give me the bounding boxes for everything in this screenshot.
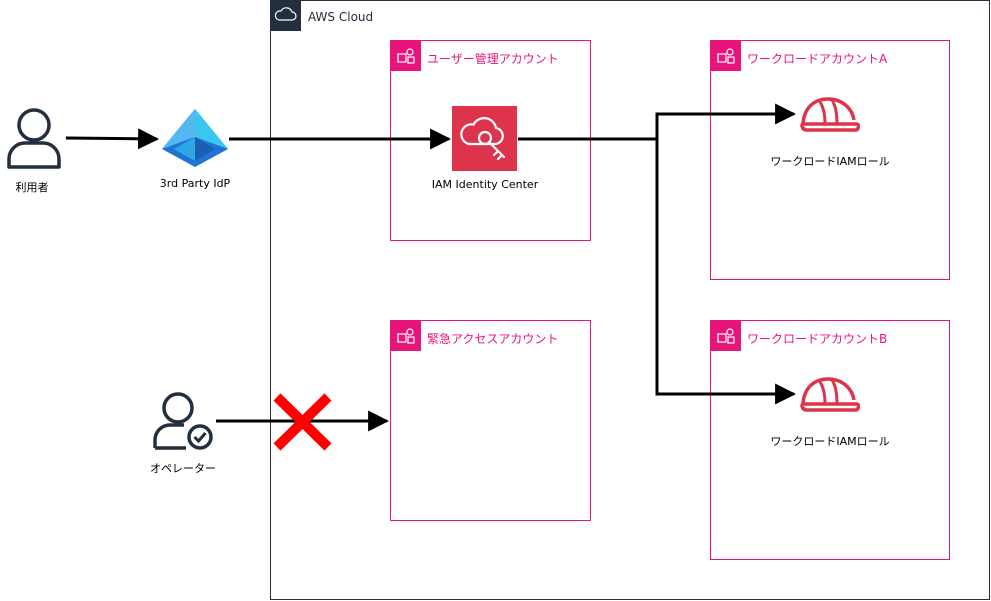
iam-role-helmet-icon (800, 377, 861, 412)
operator-label: オペレーター (150, 462, 216, 475)
iam-role-helmet-icon (800, 97, 861, 132)
iam-identity-center-icon (452, 106, 517, 171)
entra-id-icon (162, 109, 228, 167)
account-label-emergency: 緊急アクセスアカウント (427, 332, 559, 346)
idp-label: 3rd Party IdP (159, 177, 231, 190)
aws-cloud-label: AWS Cloud (308, 10, 374, 24)
account-workload-b (710, 320, 950, 560)
account-emergency-access (390, 320, 591, 521)
account-label-workload-b: ワークロードアカウントB (747, 332, 888, 346)
edge-identity-center-to-role-a (518, 103, 797, 141)
cloud-icon (274, 7, 297, 21)
account-label-user-management: ユーザー管理アカウント (427, 52, 559, 66)
account-icon (717, 328, 735, 344)
edge-identity-center-to-role-b (655, 139, 797, 405)
user-label: 利用者 (15, 181, 49, 194)
blocked-x-icon (273, 393, 332, 451)
identity-center-glyph (460, 117, 506, 161)
account-badge-emergency (390, 320, 421, 351)
role-b-label: ワークロードIAMロール (770, 435, 890, 448)
account-icon (397, 328, 415, 344)
edge-user-to-idp (65, 128, 160, 150)
user-icon (7, 108, 61, 169)
account-badge-user-management (390, 40, 421, 71)
aws-cloud-badge (270, 0, 301, 31)
account-icon (397, 48, 415, 64)
account-badge-workload-a (710, 40, 741, 71)
account-label-workload-a: ワークロードアカウントA (747, 52, 888, 66)
role-a-label: ワークロードIAMロール (770, 155, 890, 168)
aws-cloud-group (270, 0, 990, 600)
account-icon (717, 48, 735, 64)
identity-center-label: IAM Identity Center (431, 178, 539, 191)
operator-user-check-icon (153, 392, 213, 450)
account-badge-workload-b (710, 320, 741, 351)
account-workload-a (710, 40, 950, 280)
